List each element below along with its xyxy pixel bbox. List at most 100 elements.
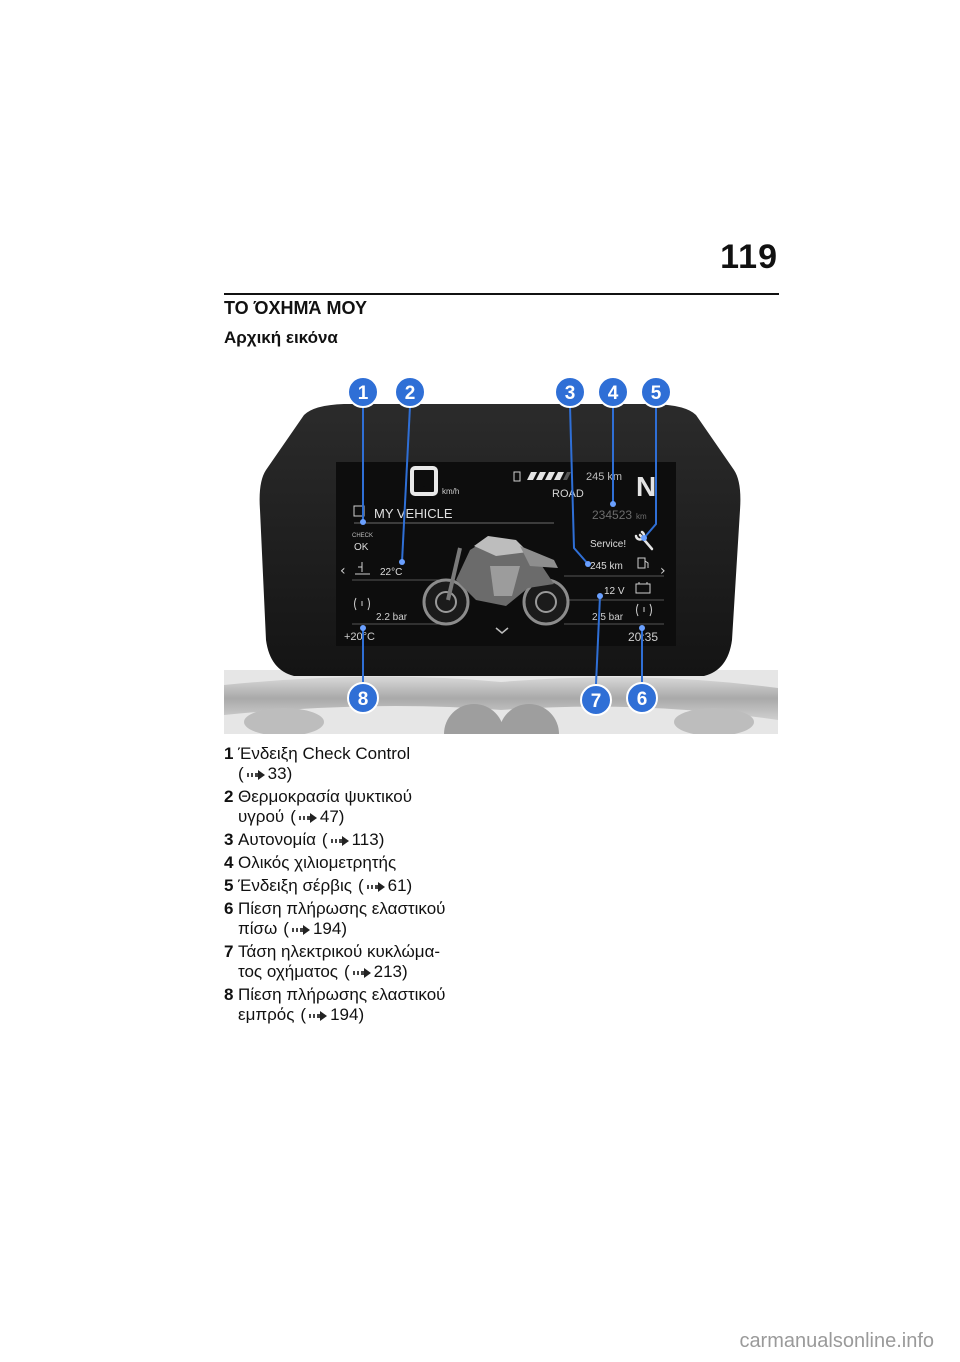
fuel-pump-icon xyxy=(637,557,649,569)
page-reference[interactable]: (113) xyxy=(321,830,385,849)
callout-badge-4: 4 xyxy=(597,376,629,408)
page-reference-number: 194) xyxy=(330,1005,365,1024)
callout-badge-5: 5 xyxy=(640,376,672,408)
outside-temp-value: +20°C xyxy=(344,631,375,643)
callout-badge-6: 6 xyxy=(626,682,658,714)
header-rule xyxy=(224,293,779,295)
callout-badge-3: 3 xyxy=(554,376,586,408)
legend-number: 2 xyxy=(224,787,234,806)
legend-text: Ολικός χιλιομετρητής xyxy=(238,853,524,873)
svg-text:8: 8 xyxy=(358,689,369,710)
speed-unit: km/h xyxy=(442,487,459,496)
page-reference[interactable]: (61) xyxy=(357,876,413,895)
page-number: 119 xyxy=(720,238,778,276)
legend-line-text: Πίεση πλήρωσης ελαστικού xyxy=(238,899,446,918)
legend-line-text: Θερμοκρασία ψυκτικού xyxy=(238,787,412,806)
legend-number: 7 xyxy=(224,942,234,961)
arrow-right-icon xyxy=(291,924,310,935)
legend-line-text: υγρού xyxy=(238,807,285,826)
legend-text: Ένδειξη Check Control(33) xyxy=(238,744,524,784)
callout-badge-1: 1 xyxy=(347,376,379,408)
page-reference[interactable]: (213) xyxy=(343,962,408,981)
rear-tire-icon xyxy=(636,603,652,617)
arrow-right-icon xyxy=(330,835,349,846)
range-value: 245 km xyxy=(590,561,623,572)
arrow-right-icon xyxy=(352,967,371,978)
page-reference[interactable]: (47) xyxy=(290,807,345,826)
battery-icon xyxy=(635,582,651,594)
arrow-right-icon xyxy=(366,881,385,892)
motorcycle-image xyxy=(422,536,570,626)
callout-badge-8: 8 xyxy=(347,682,379,714)
svg-text:7: 7 xyxy=(591,691,602,712)
page-reference[interactable]: (33) xyxy=(238,764,293,783)
legend-number: 8 xyxy=(224,985,234,1004)
speed-digit-frame xyxy=(410,466,438,496)
legend-line-text: Πίεση πλήρωσης ελαστικού xyxy=(238,985,446,1004)
page-reference-number: 33) xyxy=(267,764,293,783)
page-reference-number: 61) xyxy=(387,876,413,895)
nav-left-icon: ‹ xyxy=(340,563,346,579)
watermark: carmanualsonline.info xyxy=(739,1330,934,1352)
nav-right-icon: › xyxy=(660,563,666,579)
display-screen: 0 km/h 245 km ROAD N MY VEHICLE 234523 k… xyxy=(336,462,676,646)
legend-text: Τάση ηλεκτρικού κυκλώμα-τος οχήματος (213… xyxy=(238,942,524,982)
legend-line-text: Αυτονομία xyxy=(238,830,316,849)
clock-value: 20:35 xyxy=(628,630,658,644)
voltage-value: 12 V xyxy=(604,586,625,597)
callout-dots xyxy=(360,501,647,631)
svg-text:5: 5 xyxy=(651,383,662,404)
arrow-right-icon xyxy=(298,812,317,823)
legend-line-text: Ολικός χιλιομετρητής xyxy=(238,853,397,872)
callout-leader-2 xyxy=(401,405,411,563)
legend-number: 5 xyxy=(224,876,234,895)
callout-leader-3 xyxy=(569,405,589,565)
coolant-temp-icon xyxy=(355,562,370,575)
riding-mode: ROAD xyxy=(552,488,584,500)
scroll-down-icon xyxy=(495,627,509,634)
callout-leader-5 xyxy=(643,406,657,539)
legend-line-text: τος οχήματος xyxy=(238,962,338,981)
svg-text:1: 1 xyxy=(358,383,369,404)
front-pressure-value: 2.2 bar xyxy=(376,612,408,623)
page-reference-number: 194) xyxy=(312,919,347,938)
service-label: Service! xyxy=(590,539,626,550)
page-reference-number: 47) xyxy=(319,807,345,826)
legend-line-text: Ένδειξη σέρβις xyxy=(238,876,352,895)
legend-line-text: εμπρός xyxy=(238,1005,295,1024)
gear-indicator: N xyxy=(636,471,656,502)
odometer-unit: km xyxy=(636,512,647,521)
callout-badge-7: 7 xyxy=(580,684,612,716)
legend-number: 4 xyxy=(224,853,234,872)
callout-leaders xyxy=(362,405,657,685)
speed-value: 0 xyxy=(423,486,425,488)
fuel-gauge xyxy=(513,471,571,482)
callout-badge-2: 2 xyxy=(394,376,426,408)
svg-text:2: 2 xyxy=(405,383,416,404)
page-reference[interactable]: (194) xyxy=(283,919,347,938)
page-reference[interactable]: (194) xyxy=(300,1005,365,1024)
coolant-temp-value: 22°C xyxy=(380,567,402,578)
subsection-title: Αρχική εικόνα xyxy=(224,328,338,347)
front-tire-icon xyxy=(354,597,370,611)
handlebar xyxy=(224,670,778,734)
check-control-label: CHECK xyxy=(352,533,373,539)
menu-title: MY VEHICLE xyxy=(374,506,453,521)
legend-text: Αυτονομία (113) xyxy=(238,830,524,850)
rear-pressure-value: 2.5 bar xyxy=(592,612,624,623)
legend-line-text: πίσω xyxy=(238,919,278,938)
legend-line-text: Τάση ηλεκτρικού κυκλώμα- xyxy=(238,942,441,961)
instrument-cluster-figure: 0 km/h 245 km ROAD N MY VEHICLE 234523 k… xyxy=(224,370,778,734)
check-control-status: OK xyxy=(354,542,369,553)
svg-text:6: 6 xyxy=(637,689,648,710)
svg-text:3: 3 xyxy=(565,383,576,404)
